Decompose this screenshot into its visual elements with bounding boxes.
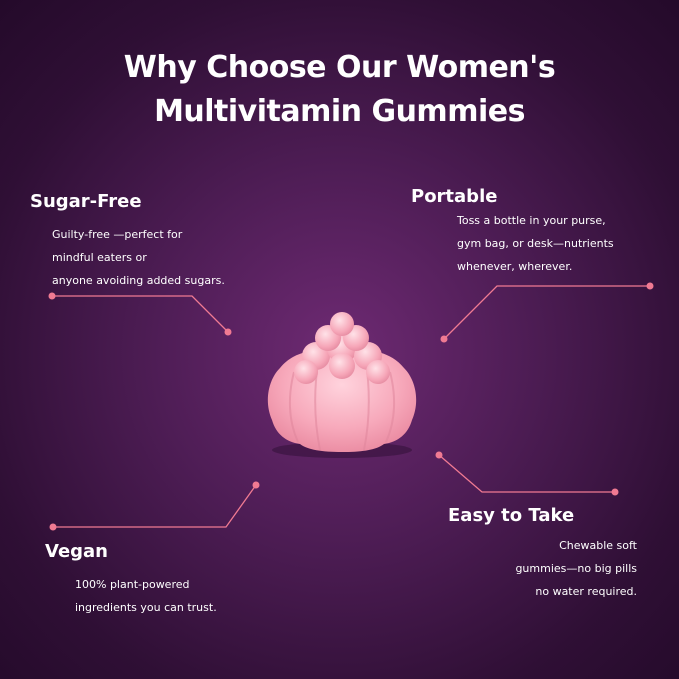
feature-heading-sugar-free: Sugar-Free	[30, 191, 142, 212]
feature-desc-easy-to-take: Chewable soft gummies—no big pills no wa…	[515, 539, 637, 598]
page-title: Why Choose Our Women's Multivitamin Gumm…	[0, 46, 679, 134]
feature-desc-portable: Toss a bottle in your purse, gym bag, or…	[457, 214, 614, 273]
connector-dot	[611, 488, 619, 496]
connector-dot	[435, 451, 443, 459]
title-line-1: Why Choose Our Women's	[123, 50, 556, 85]
connector-dot	[252, 481, 260, 489]
connector-easy-to-take	[438, 454, 615, 493]
feature-heading-easy-to-take: Easy to Take	[448, 505, 575, 526]
feature-desc-sugar-free: Guilty-free —perfect for mindful eaters …	[52, 228, 225, 287]
connector-dot	[440, 335, 448, 343]
feature-heading-vegan: Vegan	[45, 541, 108, 562]
title-line-2: Multivitamin Gummies	[154, 94, 525, 129]
feature-heading-portable: Portable	[411, 186, 498, 207]
gummy-icon	[267, 312, 417, 458]
feature-desc-vegan: 100% plant-powered ingredients you can t…	[75, 578, 217, 614]
connector-dot	[224, 328, 232, 336]
connector-sugar-free	[52, 295, 229, 333]
connector-dot	[49, 523, 57, 531]
connector-vegan	[53, 484, 257, 528]
connector-dot	[646, 282, 654, 290]
connector-dot	[48, 292, 56, 300]
connector-portable	[443, 285, 650, 340]
